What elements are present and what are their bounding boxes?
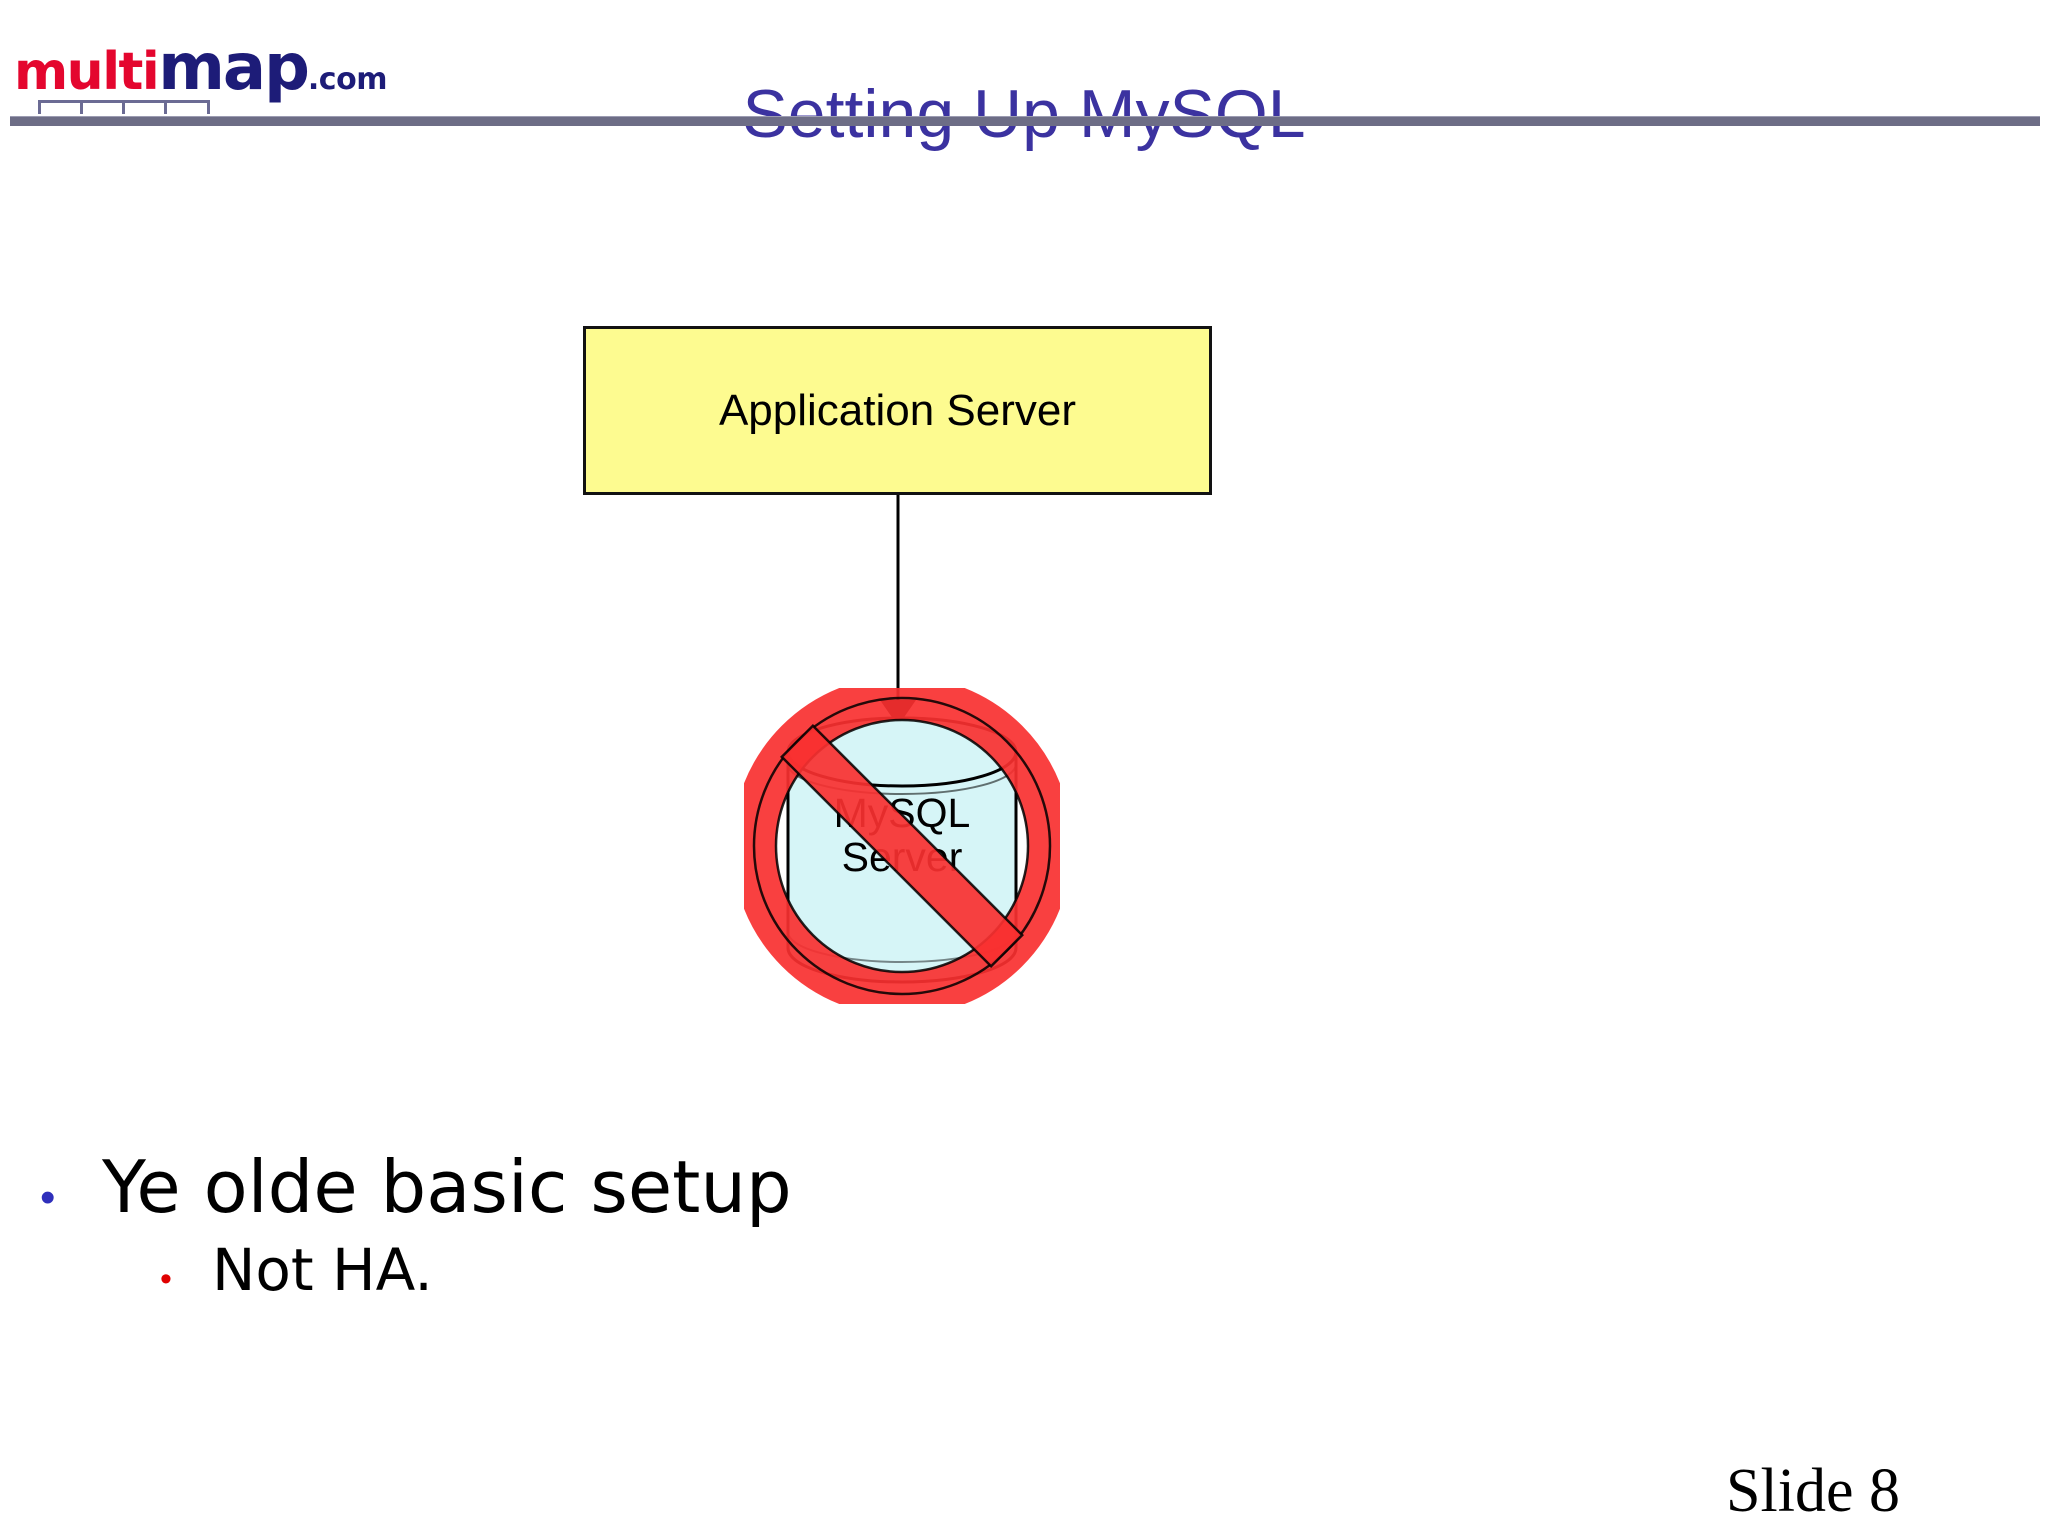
- header-divider: [10, 116, 2040, 126]
- list-item: • Ye olde basic setup: [40, 1145, 1440, 1229]
- bullet-list: • Ye olde basic setup • Not HA.: [40, 1145, 1440, 1304]
- slide-number: Slide 8: [1726, 1457, 1900, 1525]
- bullet-text: Not HA.: [212, 1235, 433, 1304]
- architecture-diagram: Application Server MySQL Server: [583, 326, 1212, 1004]
- logo-text-map: map: [158, 31, 310, 105]
- slide-header: multimap.com Setting Up MySQL: [0, 0, 2048, 148]
- mysql-server-node[interactable]: MySQL Server: [744, 688, 1060, 1004]
- bullet-text: Ye olde basic setup: [102, 1145, 792, 1229]
- bullet-marker-icon: •: [40, 1173, 56, 1222]
- scalebar-tick: [164, 100, 167, 114]
- multimap-logo: multimap.com: [14, 36, 387, 100]
- application-server-node[interactable]: Application Server: [583, 326, 1212, 495]
- page-title: Setting Up MySQL: [742, 75, 1306, 152]
- map-scalebar-icon: [38, 100, 210, 116]
- scalebar-tick: [80, 100, 83, 114]
- bullet-marker-icon: •: [160, 1259, 172, 1298]
- list-item: • Not HA.: [40, 1235, 1440, 1304]
- scalebar-tick: [207, 100, 210, 114]
- logo-text-multi: multi: [14, 42, 160, 102]
- scalebar-tick: [38, 100, 41, 114]
- scalebar-tick: [122, 100, 125, 114]
- logo-text-dotcom: .com: [307, 62, 388, 97]
- application-server-label: Application Server: [718, 385, 1077, 435]
- prohibition-no-entry-icon: [744, 688, 1060, 1004]
